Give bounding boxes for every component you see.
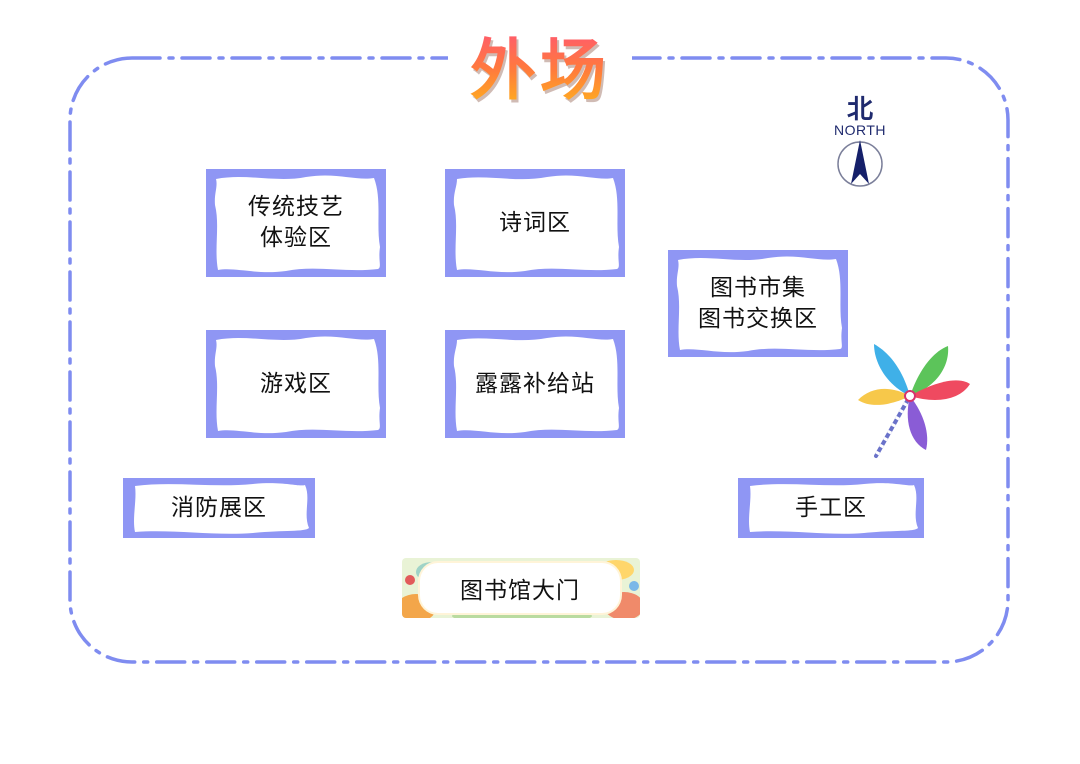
zone-label: 手工区 xyxy=(795,494,867,521)
zone-games[interactable]: 游戏区 xyxy=(206,330,386,438)
zone-handicraft[interactable]: 手工区 xyxy=(738,478,924,538)
map-title: 外场 xyxy=(458,22,622,109)
library-entrance[interactable]: 图书馆大门 xyxy=(402,558,640,618)
zone-poetry[interactable]: 诗词区 xyxy=(445,169,625,277)
zone-label: 图书市集 图书交换区 xyxy=(698,274,818,332)
entrance-label: 图书馆大门 xyxy=(420,563,620,613)
zone-fire-safety[interactable]: 消防展区 xyxy=(123,478,315,538)
zone-label: 传统技艺 体验区 xyxy=(248,194,344,251)
zone-label: 游戏区 xyxy=(260,370,332,397)
compass-north-label: 北 xyxy=(846,95,873,125)
compass: 北 NORTH xyxy=(824,96,896,192)
zone-traditional-crafts[interactable]: 传统技艺 体验区 xyxy=(206,169,386,277)
zone-label: 消防展区 xyxy=(171,494,267,521)
compass-north-english: NORTH xyxy=(833,122,887,138)
zone-label: 诗词区 xyxy=(499,209,571,236)
zone-supply-station[interactable]: 露露补给站 xyxy=(445,330,625,438)
zone-book-market[interactable]: 图书市集 图书交换区 xyxy=(668,250,848,357)
zone-label: 露露补给站 xyxy=(475,370,595,397)
title-backdrop xyxy=(448,40,632,80)
pinwheel-icon xyxy=(858,344,970,458)
north-arrow-icon xyxy=(837,140,883,187)
